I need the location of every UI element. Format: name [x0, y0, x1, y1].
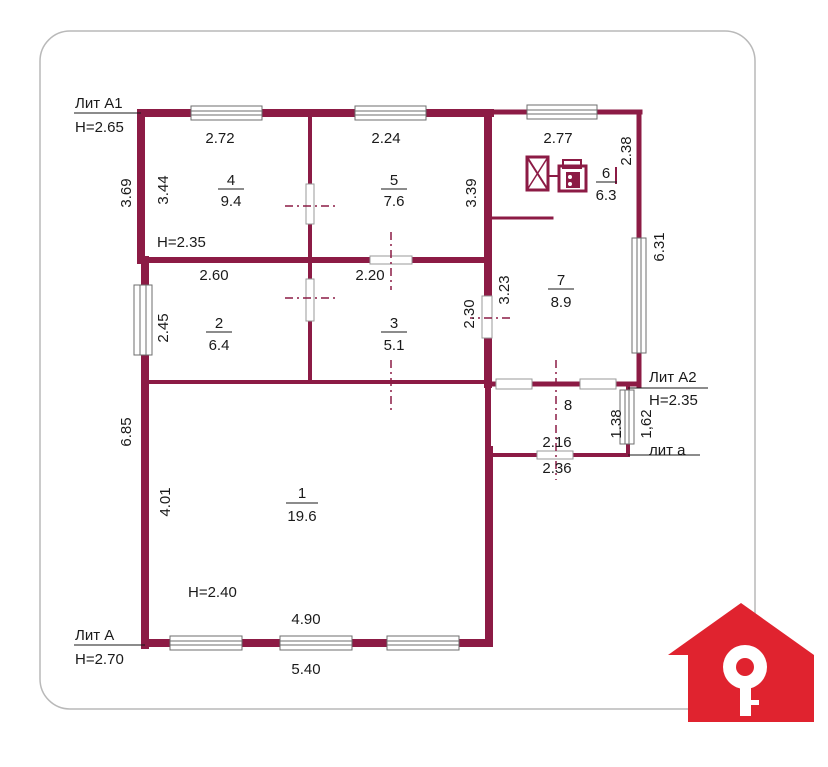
room-fraction-bars	[206, 181, 617, 504]
dim-2-30: 2.30	[461, 299, 478, 328]
dim-5-40: 5.40	[291, 661, 320, 678]
door-4-5	[305, 183, 315, 225]
door-8-out	[536, 450, 574, 460]
room-3-number: 3	[390, 315, 398, 332]
room-3-area: 5.1	[384, 337, 405, 354]
lit-leaders	[74, 112, 708, 646]
dim-1-38: 1.38	[608, 409, 625, 438]
doors	[305, 183, 617, 460]
lit-a1-height: H=2.65	[75, 119, 124, 136]
room-7-number: 7	[557, 272, 565, 289]
dim-2-24: 2.24	[371, 130, 400, 147]
dim-2-60: 2.60	[199, 267, 228, 284]
window-room1-right	[386, 635, 460, 651]
room-6-area: 6.3	[596, 187, 617, 204]
dim-3-23: 3.23	[496, 275, 513, 304]
dim-2-16: 2.16	[542, 434, 571, 451]
lit-a-small-label: лит а	[649, 442, 686, 459]
house-key-logo-icon: 1	[668, 603, 814, 722]
lit-a2-height: H=2.35	[649, 392, 698, 409]
window-room1-mid	[279, 635, 353, 651]
room-2-area: 6.4	[209, 337, 230, 354]
window-room2	[133, 284, 153, 356]
window-room4	[190, 105, 263, 121]
dim-4-90: 4.90	[291, 611, 320, 628]
dim-3-39: 3.39	[463, 178, 480, 207]
room-1-number: 1	[298, 485, 306, 502]
dim-6-31: 6.31	[651, 232, 668, 261]
dim-2-77: 2.77	[543, 130, 572, 147]
boiler-icon	[525, 155, 550, 192]
dim-3-69: 3.69	[118, 178, 135, 207]
dim-2-20: 2.20	[355, 267, 384, 284]
room-6-number: 6	[602, 165, 610, 182]
room-2-number: 2	[215, 315, 223, 332]
door-7-8b	[579, 378, 617, 390]
dim-2-36: 2.36	[542, 460, 571, 477]
room-1-area: 19.6	[287, 508, 316, 525]
lit-a-label: Лит А	[75, 627, 114, 644]
window-room6	[526, 104, 598, 120]
door-3-7	[481, 295, 493, 339]
room-4-area: 9.4	[221, 193, 242, 210]
room-4-number: 4	[227, 172, 235, 189]
room-5-number: 5	[390, 172, 398, 189]
room-5-area: 7.6	[384, 193, 405, 210]
dim-4-01: 4.01	[157, 487, 174, 516]
dim-2-45: 2.45	[155, 313, 172, 342]
window-vestibule	[619, 389, 635, 445]
door-2-3	[305, 278, 315, 322]
room-7-area: 8.9	[551, 294, 572, 311]
plan-frame	[39, 30, 756, 710]
dim-3-44: 3.44	[155, 175, 172, 204]
stove-icon	[548, 159, 588, 193]
window-room7	[631, 237, 647, 354]
dim-1-62: 1,62	[638, 409, 655, 438]
lit-a2-label: Лит А2	[649, 369, 697, 386]
door-7-8a	[495, 378, 533, 390]
dim-2-38: 2.38	[618, 136, 635, 165]
dim-2-72: 2.72	[205, 130, 234, 147]
window-room5	[354, 105, 427, 121]
window-room1-left	[169, 635, 243, 651]
room-4-height: H=2.35	[157, 234, 206, 251]
room-8-number: 8	[564, 397, 572, 414]
windows	[133, 104, 647, 651]
axis-marks	[285, 205, 557, 480]
room-1-height: H=2.40	[188, 584, 237, 601]
dim-6-85: 6.85	[118, 417, 135, 446]
lit-a-height: H=2.70	[75, 651, 124, 668]
lit-a1-label: Лит А1	[75, 95, 123, 112]
